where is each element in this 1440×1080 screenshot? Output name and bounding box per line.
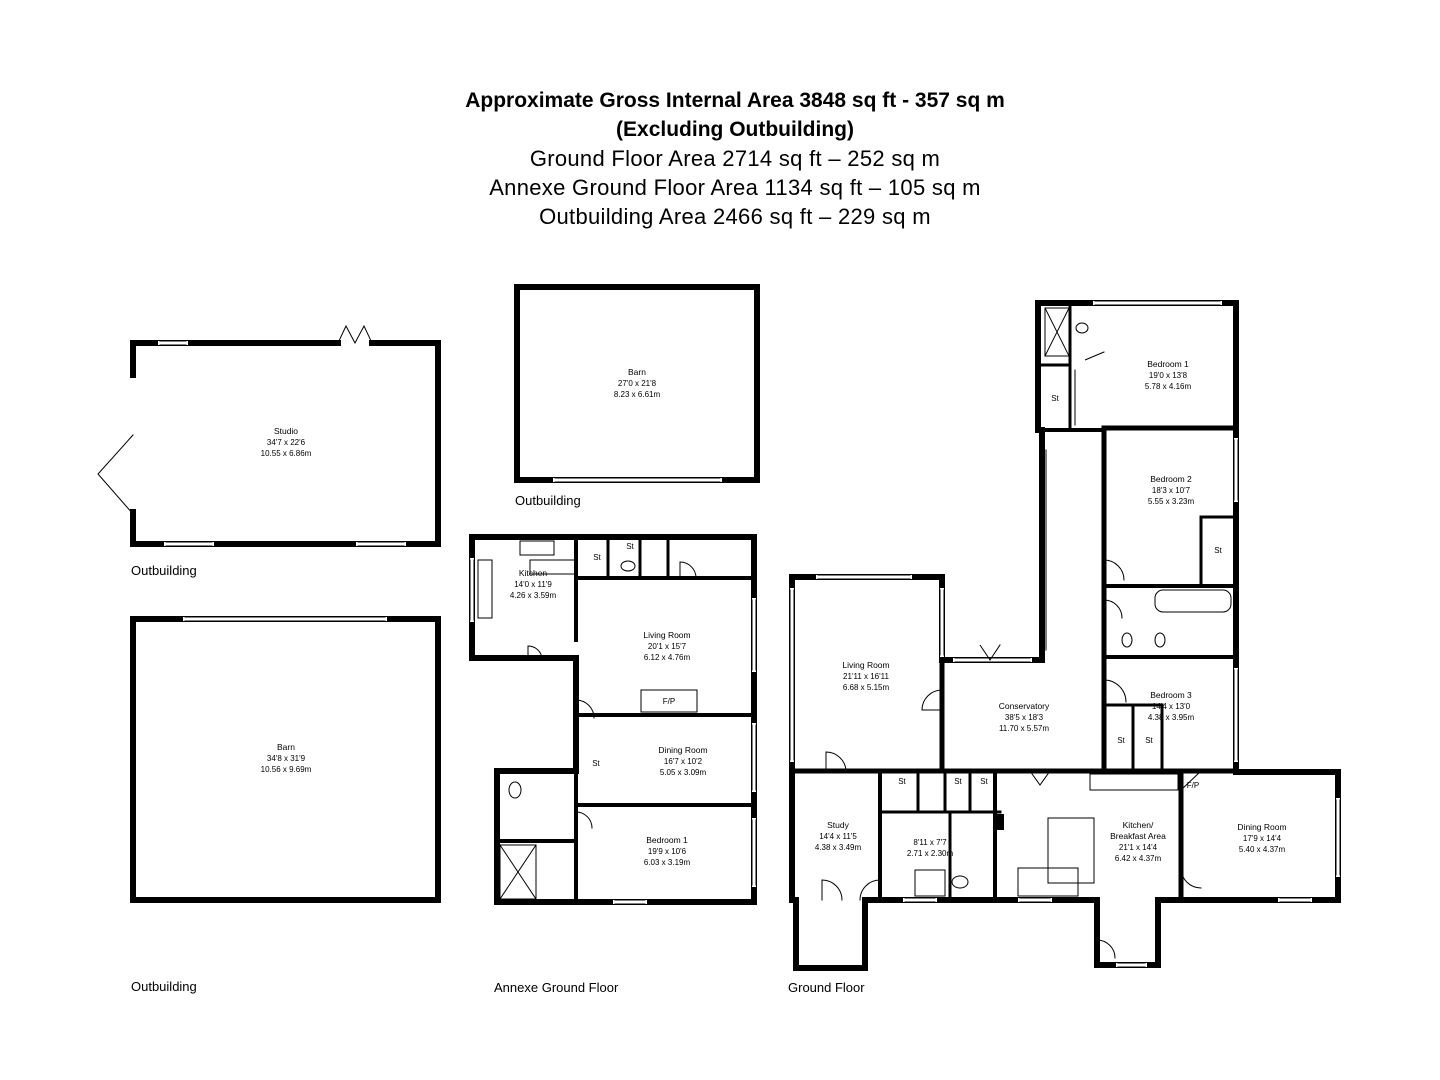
gf-fireplace-label: F/P [1187, 781, 1199, 790]
ground-floor-caption: Ground Floor [788, 980, 865, 995]
ground-floor-area: Ground Floor Area 2714 sq ft – 252 sq m [529, 146, 941, 171]
gf-kitchen-name-1: Kitchen/ [1123, 820, 1154, 830]
annexe-kitchen-imperial: 14'0 x 11'9 [514, 580, 552, 589]
gf-conservatory-metric: 11.70 x 5.57m [999, 724, 1049, 733]
studio-outline [97, 324, 441, 547]
gf-store-hall-1: St [1117, 736, 1125, 745]
small-barn-imperial: 27'0 x 21'8 [618, 379, 657, 388]
gf-study-metric: 4.38 x 3.49m [815, 843, 862, 852]
small-barn-name: Barn [628, 367, 646, 377]
annexe-dining-metric: 5.05 x 3.09m [660, 768, 707, 777]
gf-store-bedroom2: St [1214, 546, 1222, 555]
large-barn-outline [130, 616, 441, 903]
annexe-store-3: St [592, 759, 600, 768]
gf-dining-imperial: 17'9 x 14'4 [1243, 834, 1282, 843]
gf-bedroom1-name: Bedroom 1 [1147, 359, 1189, 369]
gf-study-name: Study [827, 820, 849, 830]
floorplan-header: Approximate Gross Internal Area 3848 sq … [0, 86, 1440, 231]
gf-living-metric: 6.68 x 5.15m [843, 683, 890, 692]
gf-conservatory-imperial: 38'5 x 18'3 [1005, 713, 1044, 722]
gf-study-imperial: 14'4 x 11'5 [819, 832, 857, 841]
gf-living-name: Living Room [842, 660, 889, 670]
annexe-dining-name: Dining Room [658, 745, 707, 755]
gf-store-hall-2: St [1145, 736, 1153, 745]
studio-caption: Outbuilding [131, 563, 197, 578]
annexe-dining-imperial: 16'7 x 10'2 [664, 757, 703, 766]
gf-utility-imperial: 8'11 x 7'7 [913, 838, 947, 847]
annexe-store-2: St [626, 542, 634, 551]
gf-bedroom3-name: Bedroom 3 [1150, 690, 1192, 700]
studio-name: Studio [274, 426, 298, 436]
annexe-kitchen-metric: 4.26 x 3.59m [510, 591, 557, 600]
gf-living-imperial: 21'11 x 16'11 [843, 672, 889, 681]
gf-dining-metric: 5.40 x 4.37m [1239, 845, 1286, 854]
gross-area-title: Approximate Gross Internal Area 3848 sq … [465, 89, 1005, 112]
annexe-store-1: St [593, 553, 601, 562]
gf-bedroom2-metric: 5.55 x 3.23m [1148, 497, 1195, 506]
large-barn-imperial: 34'8 x 31'9 [267, 754, 306, 763]
large-barn-name: Barn [277, 742, 295, 752]
gf-dining-name: Dining Room [1237, 822, 1286, 832]
studio-metric: 10.55 x 6.86m [261, 449, 312, 458]
annexe-fireplace-label: F/P [663, 697, 675, 706]
large-barn-metric: 10.56 x 9.69m [261, 765, 312, 774]
annexe-outline [469, 534, 757, 905]
annexe-living-metric: 6.12 x 4.76m [644, 653, 691, 662]
gf-store-bedroom1: St [1051, 394, 1059, 403]
studio-imperial: 34'7 x 22'6 [267, 438, 306, 447]
gf-bedroom3-metric: 4.38 x 3.95m [1148, 713, 1195, 722]
small-barn-caption: Outbuilding [515, 493, 581, 508]
annexe-bedroom1-name: Bedroom 1 [646, 835, 688, 845]
annexe-bedroom1-metric: 6.03 x 3.19m [644, 858, 691, 867]
gf-store-utility-3: St [980, 777, 988, 786]
ground-floor-outline [789, 300, 1341, 971]
gf-bedroom1-imperial: 19'0 x 13'8 [1149, 371, 1188, 380]
annexe-caption: Annexe Ground Floor [494, 980, 619, 995]
gf-conservatory-name: Conservatory [999, 701, 1050, 711]
small-barn-metric: 8.23 x 6.61m [614, 390, 661, 399]
gf-bedroom3-imperial: 14'4 x 13'0 [1152, 702, 1191, 711]
gf-bedroom2-imperial: 18'3 x 10'7 [1152, 486, 1191, 495]
gf-store-utility-1: St [898, 777, 906, 786]
gf-kitchen-imperial: 21'1 x 14'4 [1119, 843, 1158, 852]
annexe-kitchen-name: Kitchen [519, 568, 548, 578]
excluding-outbuilding-note: (Excluding Outbuilding) [616, 118, 854, 141]
annexe-bedroom1-imperial: 19'9 x 10'6 [648, 847, 687, 856]
gf-bedroom2-name: Bedroom 2 [1150, 474, 1192, 484]
gf-kitchen-name-2: Breakfast Area [1110, 831, 1166, 841]
gf-utility-metric: 2.71 x 2.30m [907, 849, 954, 858]
gf-kitchen-metric: 6.42 x 4.37m [1115, 854, 1162, 863]
gf-bedroom1-metric: 5.78 x 4.16m [1145, 382, 1192, 391]
gf-store-utility-2: St [954, 777, 962, 786]
large-barn-caption: Outbuilding [131, 979, 197, 994]
small-barn-outline [514, 284, 760, 483]
annexe-living-imperial: 20'1 x 15'7 [648, 642, 687, 651]
annexe-floor-area: Annexe Ground Floor Area 1134 sq ft – 10… [489, 175, 981, 200]
annexe-living-name: Living Room [643, 630, 690, 640]
outbuilding-area: Outbuilding Area 2466 sq ft – 229 sq m [539, 204, 931, 229]
